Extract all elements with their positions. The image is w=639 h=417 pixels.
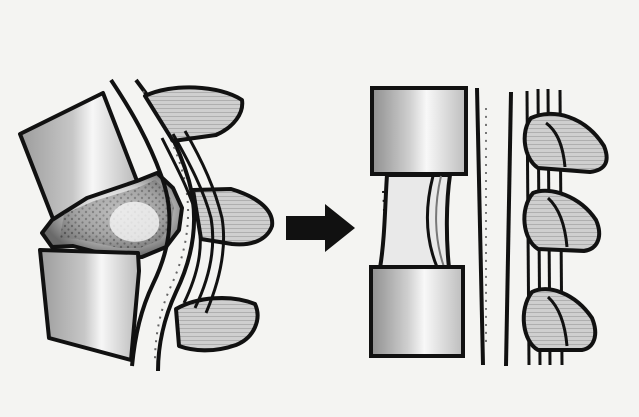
- arrow-right-icon: [286, 204, 355, 252]
- spine-section-with-herniation: [20, 80, 272, 371]
- decompressed-spinal-canal: [477, 88, 511, 366]
- lower-vertebra-right: [371, 267, 463, 356]
- lower-vertebra: [40, 250, 139, 360]
- upper-vertebra-right: [372, 88, 466, 174]
- spine-section-after-repair: [371, 88, 607, 366]
- restored-disc: [380, 175, 450, 268]
- posterior-elements-right: [524, 114, 607, 350]
